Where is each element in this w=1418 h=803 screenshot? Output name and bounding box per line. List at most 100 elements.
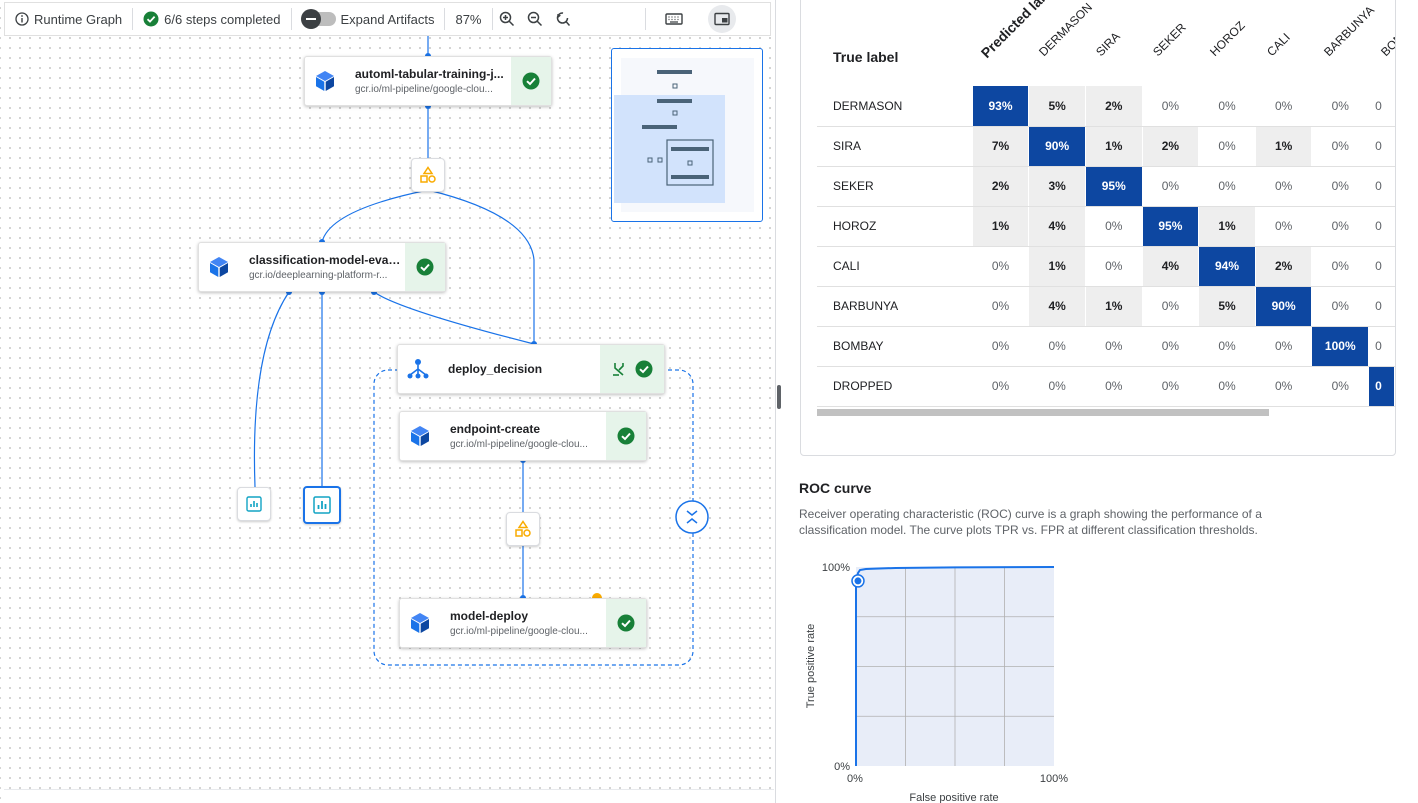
runtime-graph-label: Runtime Graph — [34, 11, 123, 27]
y-tick-label: 100% — [822, 562, 850, 574]
component-cube-icon — [400, 412, 440, 460]
collapse-group-button[interactable] — [674, 499, 710, 535]
keyboard-shortcuts-button[interactable] — [660, 5, 688, 33]
matrix-cell: 0% — [1198, 326, 1256, 367]
y-tick-label: 0% — [834, 761, 850, 773]
component-cube-icon — [400, 599, 440, 647]
matrix-cell: 0% — [1255, 166, 1313, 207]
artifact-node-endpoint[interactable] — [506, 512, 540, 546]
artifact-node-metrics-selected[interactable] — [303, 486, 341, 524]
matrix-cell: 0% — [1198, 366, 1256, 407]
matrix-cell: 4% — [1028, 286, 1086, 327]
zoom-level: 87% — [445, 3, 491, 35]
matrix-cell: 0% — [1198, 86, 1256, 127]
artifact-node-metrics[interactable] — [237, 487, 271, 521]
runtime-graph-info[interactable]: Runtime Graph — [5, 3, 132, 35]
node-status-success — [600, 345, 664, 393]
matrix-cell: 2% — [1085, 86, 1143, 127]
zoom-in-button[interactable] — [493, 5, 521, 33]
pane-resize-handle[interactable] — [777, 385, 781, 409]
matrix-cell: 0 — [1368, 326, 1395, 367]
x-axis-label: False positive rate — [909, 792, 998, 803]
row-label: BOMBAY — [817, 326, 973, 367]
matrix-cell: 1% — [1028, 246, 1086, 287]
reset-zoom-button[interactable] — [549, 5, 577, 33]
toolbar-divider — [644, 8, 646, 30]
node-subtitle: gcr.io/ml-pipeline/google-clou... — [355, 84, 493, 95]
y-axis-label: True positive rate — [805, 624, 817, 709]
row-label: DERMASON — [817, 86, 973, 127]
matrix-cell: 2% — [1255, 246, 1313, 287]
minimap-toggle-button[interactable] — [707, 5, 736, 33]
matrix-cell: 0% — [1255, 366, 1313, 407]
matrix-cell: 1% — [1085, 126, 1143, 167]
metrics-chart-icon — [246, 496, 262, 512]
x-tick-label: 0% — [847, 773, 863, 785]
minimap-preview — [614, 58, 754, 212]
matrix-cell: 0% — [1311, 286, 1370, 327]
pipeline-graph-canvas[interactable]: Runtime Graph 6/6 steps completed Expand… — [0, 0, 776, 803]
matrix-cell: 95% — [1142, 206, 1200, 247]
confusion-matrix-scrollbar[interactable] — [817, 407, 1395, 417]
check-circle-icon — [416, 258, 434, 276]
zoom-out-button[interactable] — [521, 5, 549, 33]
node-model-deploy[interactable]: model-deploy gcr.io/ml-pipeline/google-c… — [399, 598, 647, 648]
graph-minimap[interactable] — [611, 48, 763, 222]
row-label: SIRA — [817, 126, 973, 167]
toolbar-divider — [491, 8, 493, 30]
node-deploy-decision[interactable]: deploy_decision — [397, 344, 665, 394]
matrix-cell: 0% — [1311, 86, 1370, 127]
node-status-success — [606, 412, 646, 460]
true-label-header: True label — [833, 49, 899, 65]
matrix-cell: 0% — [1311, 366, 1370, 407]
column-header: DERMASON — [1036, 0, 1096, 59]
node-title: deploy_decision — [448, 362, 543, 376]
artifact-node-dataset[interactable] — [411, 158, 445, 192]
matrix-cell: 0% — [1255, 86, 1313, 127]
matrix-cell: 0% — [1198, 126, 1256, 167]
node-title: automl-tabular-training-j... — [355, 67, 504, 81]
node-endpoint-create[interactable]: endpoint-create gcr.io/ml-pipeline/googl… — [399, 411, 647, 461]
check-circle-icon — [522, 72, 540, 90]
matrix-cell: 0 — [1368, 206, 1395, 247]
roc-curve-title: ROC curve — [799, 480, 872, 496]
row-label: BARBUNYA — [817, 286, 973, 327]
row-label: SEKER — [817, 166, 973, 207]
keyboard-icon — [664, 13, 683, 25]
component-cube-icon — [305, 57, 345, 105]
node-automl-tabular-training[interactable]: automl-tabular-training-j... gcr.io/ml-p… — [304, 56, 552, 106]
node-classification-model-eval[interactable]: classification-model-eval... gcr.io/deep… — [198, 242, 446, 292]
matrix-cell: 0 — [1368, 166, 1395, 207]
metrics-chart-icon — [313, 496, 331, 514]
matrix-cell: 0% — [1255, 326, 1313, 367]
node-status-success — [606, 599, 646, 647]
scrollbar-thumb[interactable] — [817, 409, 1269, 416]
roc-curve-chart: 100% 0% 0% 100% False positive rate True… — [805, 562, 1068, 803]
graph-horizontal-scrollbar[interactable] — [4, 789, 774, 803]
matrix-cell: 0% — [1142, 86, 1200, 127]
node-subtitle: gcr.io/deeplearning-platform-r... — [249, 270, 388, 281]
node-title: model-deploy — [450, 609, 529, 623]
expand-artifacts-toggle[interactable]: Expand Artifacts — [292, 3, 445, 35]
matrix-cell: 0% — [972, 246, 1030, 287]
matrix-cell: 4% — [1142, 246, 1200, 287]
roc-threshold-point[interactable] — [851, 574, 865, 588]
node-subtitle: gcr.io/ml-pipeline/google-clou... — [450, 626, 588, 637]
toggle-switch[interactable] — [300, 9, 336, 29]
matrix-cell: 0% — [1142, 166, 1200, 207]
column-header: CALI — [1264, 30, 1293, 59]
check-circle-icon — [143, 11, 159, 27]
matrix-cell: 5% — [1198, 286, 1256, 327]
picture-in-picture-icon — [713, 12, 730, 26]
matrix-cell: 0% — [1142, 286, 1200, 327]
matrix-cell: 0% — [1311, 126, 1370, 167]
matrix-cell: 0 — [1368, 246, 1395, 287]
condition-fork-icon — [398, 345, 438, 393]
